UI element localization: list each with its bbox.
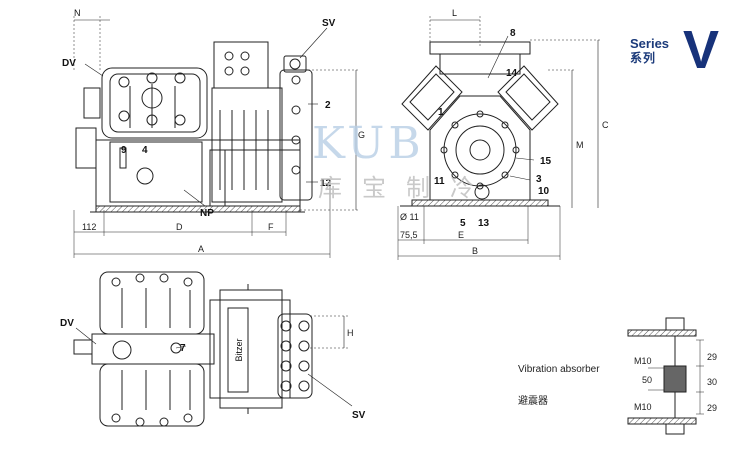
vibration-absorber — [627, 317, 704, 435]
series-letter: V — [683, 20, 720, 80]
dim-112: 112 — [82, 222, 96, 232]
top-view-labels: DV 7 SV H Bitzer — [60, 318, 366, 421]
side-view-labels: N DV SV 9 4 2 12 NP G 112 D F A — [62, 8, 365, 254]
callout-2: 2 — [325, 100, 331, 111]
dim-c: C — [602, 120, 609, 130]
vibration-absorber-labels: M10 50 M10 29 30 29 — [634, 352, 717, 413]
dim-29-top: 29 — [707, 352, 717, 362]
dim-b: B — [472, 246, 478, 256]
dim-29-bottom: 29 — [707, 403, 717, 413]
callout-5: 5 — [460, 218, 466, 229]
dim-l: L — [452, 8, 457, 18]
callout-dv: DV — [62, 58, 76, 69]
end-view — [397, 16, 602, 260]
dim-m: M — [576, 140, 584, 150]
top-view — [73, 271, 353, 427]
callout-3: 3 — [536, 174, 542, 185]
callout-4: 4 — [142, 145, 148, 156]
dim-f: F — [268, 222, 274, 232]
callout-13: 13 — [478, 218, 490, 229]
dim-a: A — [198, 244, 204, 254]
watermark-cn: 库宝制冷 — [318, 174, 494, 202]
callout-1: 1 — [438, 107, 444, 118]
dim-m10-top: M10 — [634, 356, 652, 366]
vibration-absorber-cn: 避震器 — [518, 396, 548, 407]
dim-75-5: 75,5 — [400, 230, 418, 240]
watermark-latin: KUB — [312, 118, 425, 169]
vibration-absorber-title: Vibration absorber — [518, 364, 600, 375]
series-label: Series — [630, 36, 670, 51]
callout-8: 8 — [510, 28, 516, 39]
callout-15: 15 — [540, 156, 552, 167]
callout-np: NP — [200, 208, 214, 219]
callout-dv-top: DV — [60, 318, 74, 329]
callout-9: 9 — [121, 145, 127, 156]
callout-7: 7 — [180, 343, 186, 354]
dim-d11: Ø 11 — [400, 212, 419, 222]
series-label-block: Series 系列 — [630, 36, 670, 66]
dim-30: 30 — [707, 377, 717, 387]
callout-12: 12 — [320, 178, 332, 189]
end-view-labels: L 8 14 1 15 11 3 10 5 13 M C Ø 11 75,5 E… — [400, 8, 609, 256]
dim-d: D — [176, 222, 183, 232]
callout-14: 14 — [506, 68, 518, 79]
side-view — [73, 16, 360, 258]
dim-n: N — [74, 8, 81, 18]
dim-50: 50 — [642, 375, 652, 385]
callout-sv: SV — [322, 18, 336, 29]
callout-11: 11 — [434, 176, 445, 187]
callout-sv-top: SV — [352, 410, 366, 421]
nameplate-text: Bitzer — [234, 338, 244, 361]
callout-10: 10 — [538, 186, 550, 197]
dim-g: G — [358, 130, 365, 140]
dim-h: H — [347, 328, 354, 338]
dim-m10-bottom: M10 — [634, 402, 652, 412]
dim-e: E — [458, 230, 464, 240]
series-label-cn: 系列 — [630, 51, 657, 65]
